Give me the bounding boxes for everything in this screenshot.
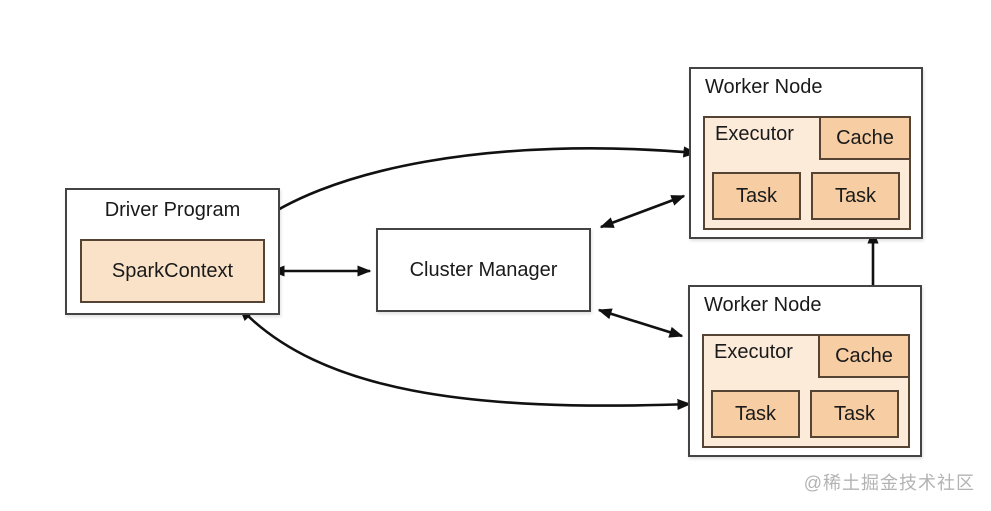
cluster-manager-title: Cluster Manager bbox=[409, 258, 558, 281]
worker-2-task-1-box: Task bbox=[711, 390, 800, 438]
worker-node-2-title: Worker Node bbox=[704, 294, 822, 316]
worker-2-executor-label: Executor bbox=[714, 341, 793, 363]
worker-1-task-1-label: Task bbox=[735, 184, 778, 207]
spark-context-box: SparkContext bbox=[80, 239, 265, 303]
worker-1-task-1-box: Task bbox=[712, 172, 801, 220]
arrow-sparkcontext-worker2 bbox=[239, 306, 692, 411]
worker-2-cache-label: Cache bbox=[835, 344, 893, 367]
worker-1-executor-box: Executor Cache Task Task bbox=[703, 116, 911, 230]
worker-1-task-2-label: Task bbox=[834, 184, 877, 207]
driver-program-title: Driver Program bbox=[104, 199, 241, 221]
worker-2-task-1-label: Task bbox=[734, 402, 777, 425]
cluster-manager-box: Cluster Manager bbox=[376, 228, 591, 312]
worker-2-task-2-box: Task bbox=[810, 390, 899, 438]
worker-node-1-title: Worker Node bbox=[705, 76, 823, 98]
worker-2-executor-box: Executor Cache Task Task bbox=[702, 334, 910, 448]
worker-node-1-box: Worker Node Executor Cache Task Task bbox=[689, 67, 923, 239]
worker-1-cache-label: Cache bbox=[836, 126, 894, 149]
watermark-text: @稀土掘金技术社区 bbox=[803, 473, 975, 493]
arrow-clustermanager-worker2 bbox=[597, 308, 684, 338]
arrow-clustermanager-worker1 bbox=[599, 194, 686, 229]
worker-1-cache-box: Cache bbox=[819, 116, 911, 160]
worker-1-task-2-box: Task bbox=[811, 172, 900, 220]
driver-program-box: Driver Program SparkContext bbox=[65, 188, 280, 315]
arrow-sparkcontext-worker1 bbox=[241, 146, 698, 235]
worker-1-executor-label: Executor bbox=[715, 123, 794, 145]
spark-context-label: SparkContext bbox=[111, 259, 234, 282]
worker-2-cache-box: Cache bbox=[818, 334, 910, 378]
worker-node-2-box: Worker Node Executor Cache Task Task bbox=[688, 285, 922, 457]
worker-2-task-2-label: Task bbox=[833, 402, 876, 425]
